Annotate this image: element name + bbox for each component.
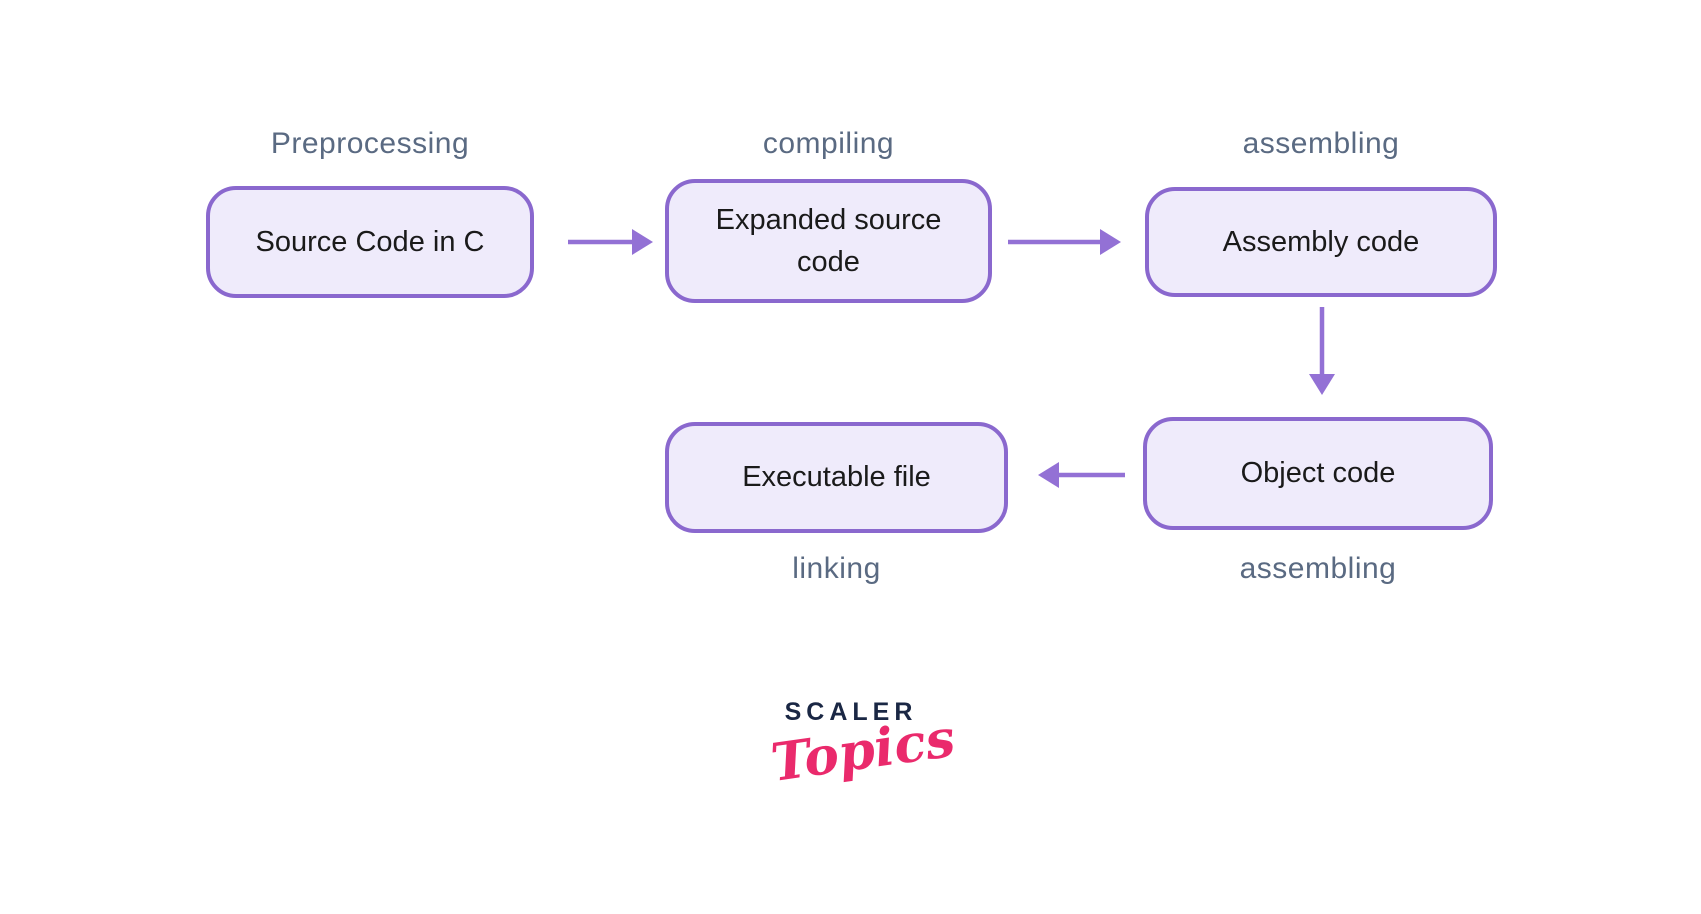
- stage-label-compiling: compiling: [762, 127, 895, 160]
- node-executable-file: Executable file: [665, 422, 1008, 533]
- node-assembly-code: Assembly code: [1145, 187, 1497, 297]
- node-object-label: Object code: [1240, 457, 1396, 490]
- arrow-assembly-to-object-icon: [1309, 307, 1335, 395]
- stage-label-assembling-bottom: assembling: [1239, 552, 1397, 585]
- stage-label-assembling-top: assembling: [1242, 127, 1400, 160]
- node-source-code-in-c: Source Code in C: [206, 186, 534, 298]
- node-expanded-source-code: Expanded source code: [665, 179, 992, 303]
- scaler-topics-logo: SCALER Topics: [767, 698, 958, 794]
- node-expanded-label: Expanded source code: [715, 203, 942, 278]
- node-executable-label: Executable file: [742, 461, 931, 494]
- logo-brand-text: SCALER: [784, 698, 918, 726]
- arrow-source-to-expanded-icon: [568, 229, 653, 255]
- arrow-object-to-executable-icon: [1038, 462, 1125, 488]
- node-source-label: Source Code in C: [255, 225, 485, 258]
- arrow-expanded-to-assembly-icon: [1008, 229, 1121, 255]
- stage-label-preprocessing: Preprocessing: [270, 127, 470, 160]
- node-assembly-label: Assembly code: [1222, 225, 1420, 258]
- node-object-code: Object code: [1143, 417, 1493, 530]
- stage-label-linking: linking: [792, 552, 881, 585]
